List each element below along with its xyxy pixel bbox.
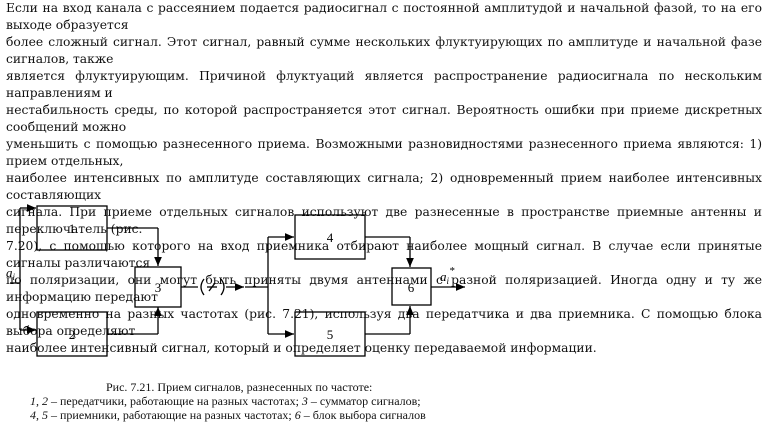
block-diagram: 1 2 3 4 5 6 ai ai* [6, 204, 465, 357]
block-3-label: 3 [155, 280, 162, 295]
paragraph-line: наиболее интенсивный сигнал, который и о… [6, 341, 597, 355]
block-2-label: 2 [69, 327, 76, 342]
caption-line-2: 1, 2 – передатчики, работающие на разных… [30, 394, 421, 408]
caption-title: Рис. 7.21. Прием сигналов, разнесенных п… [106, 380, 373, 394]
block-4-label: 4 [327, 230, 334, 245]
block-5-label: 5 [327, 327, 334, 342]
caption-line-3: 4, 5 – приемники, работающие на разных ч… [30, 408, 426, 422]
paragraph-line: по поляризации, они могут быть приняты д… [6, 273, 762, 304]
block-1-label: 1 [69, 221, 76, 236]
paragraph-line: 7.20), с помощью которого на вход приемн… [6, 239, 762, 270]
output-label: ai* [440, 265, 455, 286]
paragraph-line: сигнала. При приеме отдельных сигналов и… [6, 205, 762, 236]
paragraph-line: является флуктуирующим. Причиной флуктуа… [6, 69, 762, 100]
paragraph-line: одновременно на разных частотах (рис. 7.… [6, 307, 762, 338]
block-6-label: 6 [408, 280, 415, 295]
paragraph-line: более сложный сигнал. Этот сигнал, равны… [6, 35, 762, 66]
input-label: ai [6, 265, 16, 282]
body-paragraph: Если на вход канала с рассеянием подаетс… [6, 0, 762, 357]
channel-symbol [200, 278, 205, 296]
paragraph-line: нестабильность среды, по которой распрос… [6, 103, 762, 134]
paragraph-line: уменьшить с помощью разнесенного приема.… [6, 137, 762, 168]
paragraph-line: наиболее интенсивных по амплитуде состав… [6, 171, 762, 202]
paragraph-line: Если на вход канала с рассеянием подаетс… [6, 1, 762, 32]
